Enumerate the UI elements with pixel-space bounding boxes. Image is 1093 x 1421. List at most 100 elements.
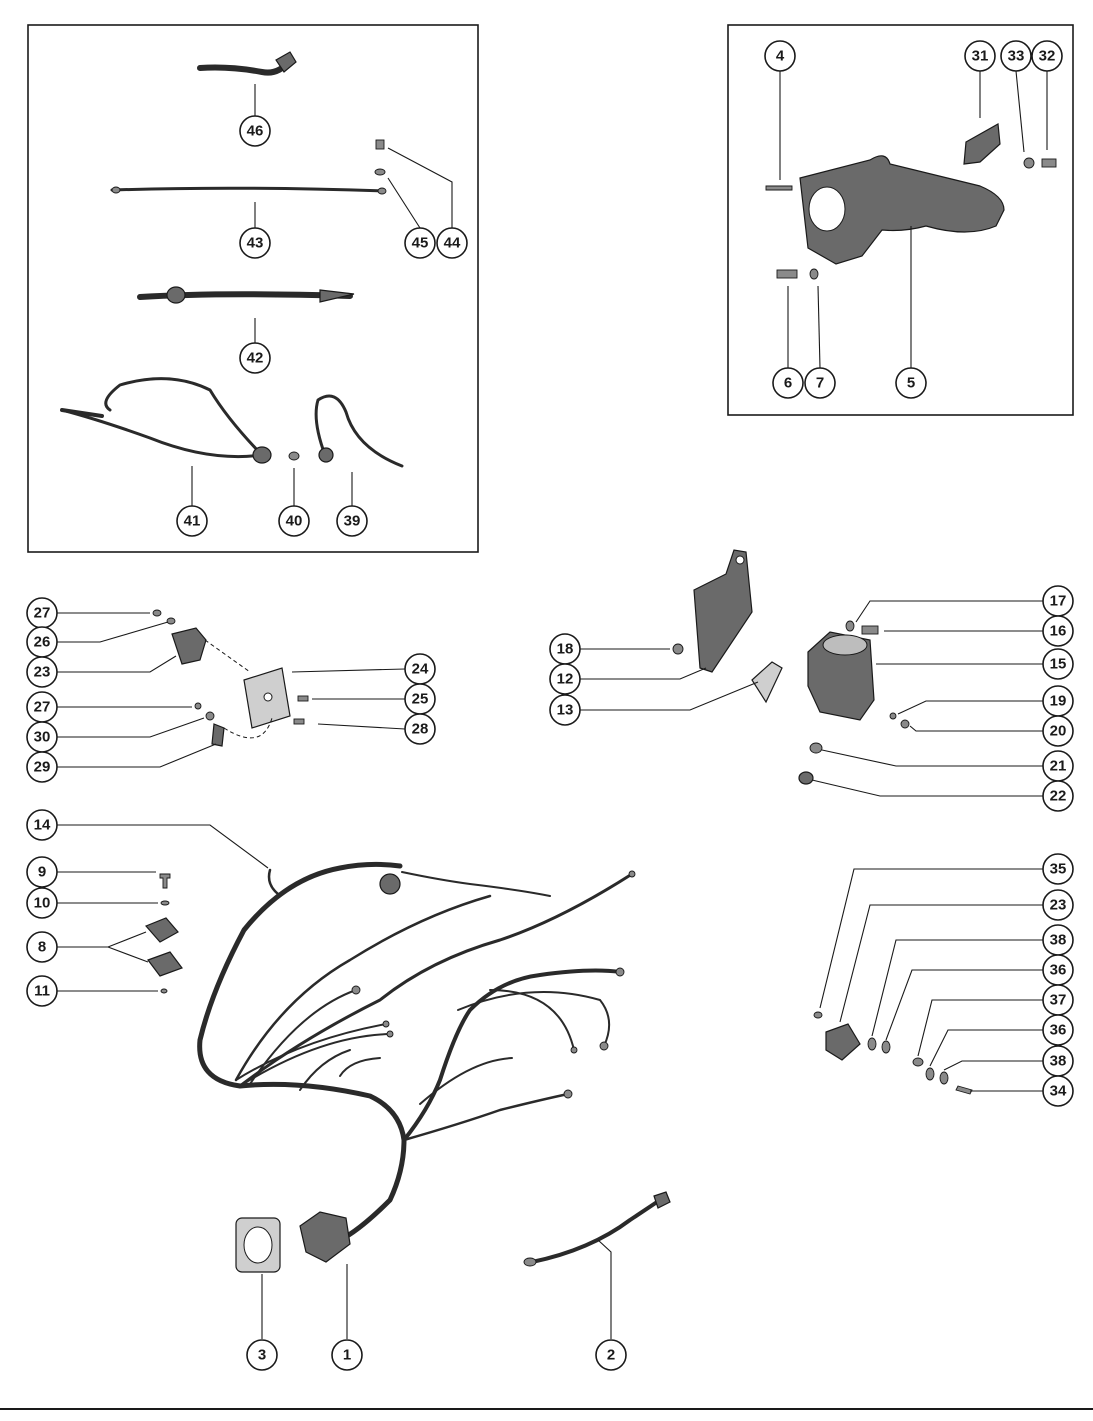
part-27-nut-top: [152, 609, 162, 617]
svg-text:24: 24: [412, 661, 429, 678]
svg-text:28: 28: [412, 721, 429, 738]
part-42-lead: [137, 286, 355, 304]
svg-text:2: 2: [607, 1347, 615, 1364]
callout-16: 16: [1042, 615, 1074, 647]
part-18-nut: [672, 643, 684, 655]
callout-36-a: 36: [1042, 954, 1074, 986]
part-32-screw: [1041, 158, 1057, 168]
callout-17: 17: [1042, 585, 1074, 617]
svg-text:32: 32: [1039, 48, 1056, 65]
callout-39: 39: [336, 505, 368, 537]
callout-46: 46: [239, 115, 271, 147]
svg-text:38: 38: [1050, 932, 1067, 949]
part-2-cable: [523, 1191, 671, 1267]
part-30-washer: [205, 711, 215, 721]
svg-text:37: 37: [1050, 992, 1067, 1009]
svg-text:31: 31: [972, 48, 989, 65]
svg-text:23: 23: [1050, 897, 1067, 914]
part-8-blocks: [144, 917, 183, 977]
part-21-washer: [809, 742, 823, 754]
svg-text:4: 4: [776, 48, 785, 65]
callout-9: 9: [26, 856, 58, 888]
inset-box-left: [27, 24, 479, 553]
svg-text:34: 34: [1050, 1083, 1067, 1100]
svg-text:12: 12: [557, 671, 574, 688]
svg-text:14: 14: [34, 817, 51, 834]
callout-44: 44: [436, 227, 468, 259]
svg-text:16: 16: [1050, 623, 1067, 640]
callout-42: 42: [239, 342, 271, 374]
svg-text:18: 18: [557, 641, 574, 658]
svg-text:43: 43: [247, 235, 264, 252]
svg-text:13: 13: [557, 702, 574, 719]
callout-13: 13: [549, 694, 581, 726]
inset-box-right: [727, 24, 1074, 416]
part-27-nut-bottom: [194, 702, 202, 710]
callout-38-b: 38: [1042, 1045, 1074, 1077]
callout-18: 18: [549, 633, 581, 665]
callout-7: 7: [804, 367, 836, 399]
svg-text:17: 17: [1050, 593, 1067, 610]
part-6-screw: [776, 269, 798, 279]
part-31-plate: [963, 123, 1001, 165]
svg-text:39: 39: [344, 513, 361, 530]
part-23-switch-lower: [825, 1023, 861, 1061]
svg-text:26: 26: [34, 634, 51, 651]
svg-text:36: 36: [1050, 1022, 1067, 1039]
part-35-nut: [813, 1011, 823, 1019]
svg-text:15: 15: [1050, 656, 1067, 673]
part-12-bracket: [693, 549, 753, 673]
part-13-pad: [751, 661, 783, 704]
svg-text:42: 42: [247, 350, 264, 367]
svg-text:25: 25: [412, 691, 429, 708]
callout-34: 34: [1042, 1075, 1074, 1107]
part-41-lead: [60, 377, 272, 464]
callout-4: 4: [764, 40, 796, 72]
svg-text:3: 3: [258, 1347, 266, 1364]
part-1-harness: [197, 861, 636, 1263]
part-10-washer: [160, 900, 170, 906]
svg-text:46: 46: [247, 123, 264, 140]
part-22-nut: [798, 771, 814, 785]
part-3-grommet: [235, 1217, 281, 1273]
part-44-screw: [375, 139, 385, 150]
callout-10: 10: [26, 887, 58, 919]
svg-text:1: 1: [343, 1347, 351, 1364]
callout-23-upper: 23: [26, 656, 58, 688]
callout-19: 19: [1042, 685, 1074, 717]
callout-2: 2: [595, 1339, 627, 1371]
part-25-screw: [297, 695, 309, 702]
part-7-washer: [809, 268, 819, 280]
callout-27-top: 27: [26, 597, 58, 629]
part-43-ground-strap: [110, 186, 387, 195]
part-14-clip: [267, 868, 280, 896]
svg-text:45: 45: [412, 235, 429, 252]
part-19-washer: [889, 712, 897, 720]
part-9-screw: [159, 873, 171, 889]
svg-text:36: 36: [1050, 962, 1067, 979]
svg-text:21: 21: [1050, 758, 1067, 775]
callout-3: 3: [246, 1339, 278, 1371]
svg-text:41: 41: [184, 513, 201, 530]
part-40-clip: [288, 451, 300, 461]
callout-20: 20: [1042, 715, 1074, 747]
callout-12: 12: [549, 663, 581, 695]
callout-25: 25: [404, 683, 436, 715]
part-24-plate: [243, 667, 291, 729]
callout-31: 31: [964, 40, 996, 72]
part-20-nut: [900, 719, 910, 729]
callout-11: 11: [26, 975, 58, 1007]
svg-text:29: 29: [34, 759, 51, 776]
svg-text:40: 40: [286, 513, 303, 530]
svg-text:10: 10: [34, 895, 51, 912]
callout-36-b: 36: [1042, 1014, 1074, 1046]
svg-text:11: 11: [34, 983, 50, 1000]
callout-22: 22: [1042, 780, 1074, 812]
svg-text:33: 33: [1008, 48, 1025, 65]
part-36-washer-b: [925, 1067, 935, 1081]
svg-text:5: 5: [907, 375, 915, 392]
part-45-washer: [374, 168, 386, 176]
svg-text:22: 22: [1050, 788, 1067, 805]
part-4-screw: [765, 185, 793, 191]
